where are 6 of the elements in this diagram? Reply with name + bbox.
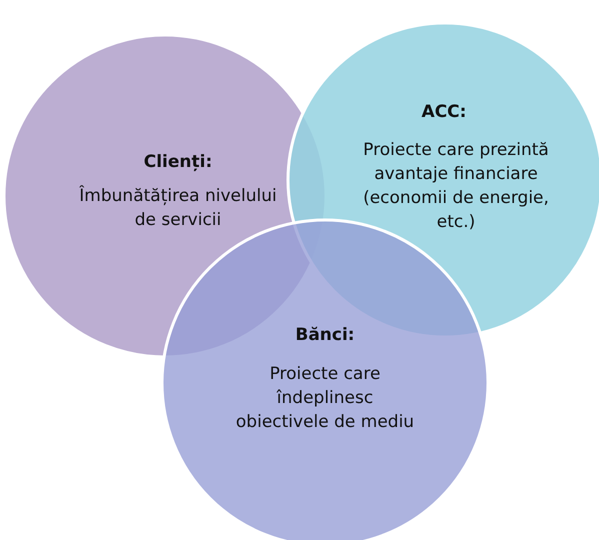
circle-heading: ACC: [420, 101, 468, 124]
circle-text: Îmbunătățirea nivelului de servicii [78, 184, 278, 232]
circle-text: Proiecte care prezintă avantaje financiare (economii de energie, etc.) [362, 139, 550, 234]
circle-heading: Bănci: [294, 324, 356, 347]
circle-heading: Clienți: [142, 151, 214, 174]
circle-text: Proiecte care îndeplinesc obiectivele de mediu [235, 363, 415, 434]
